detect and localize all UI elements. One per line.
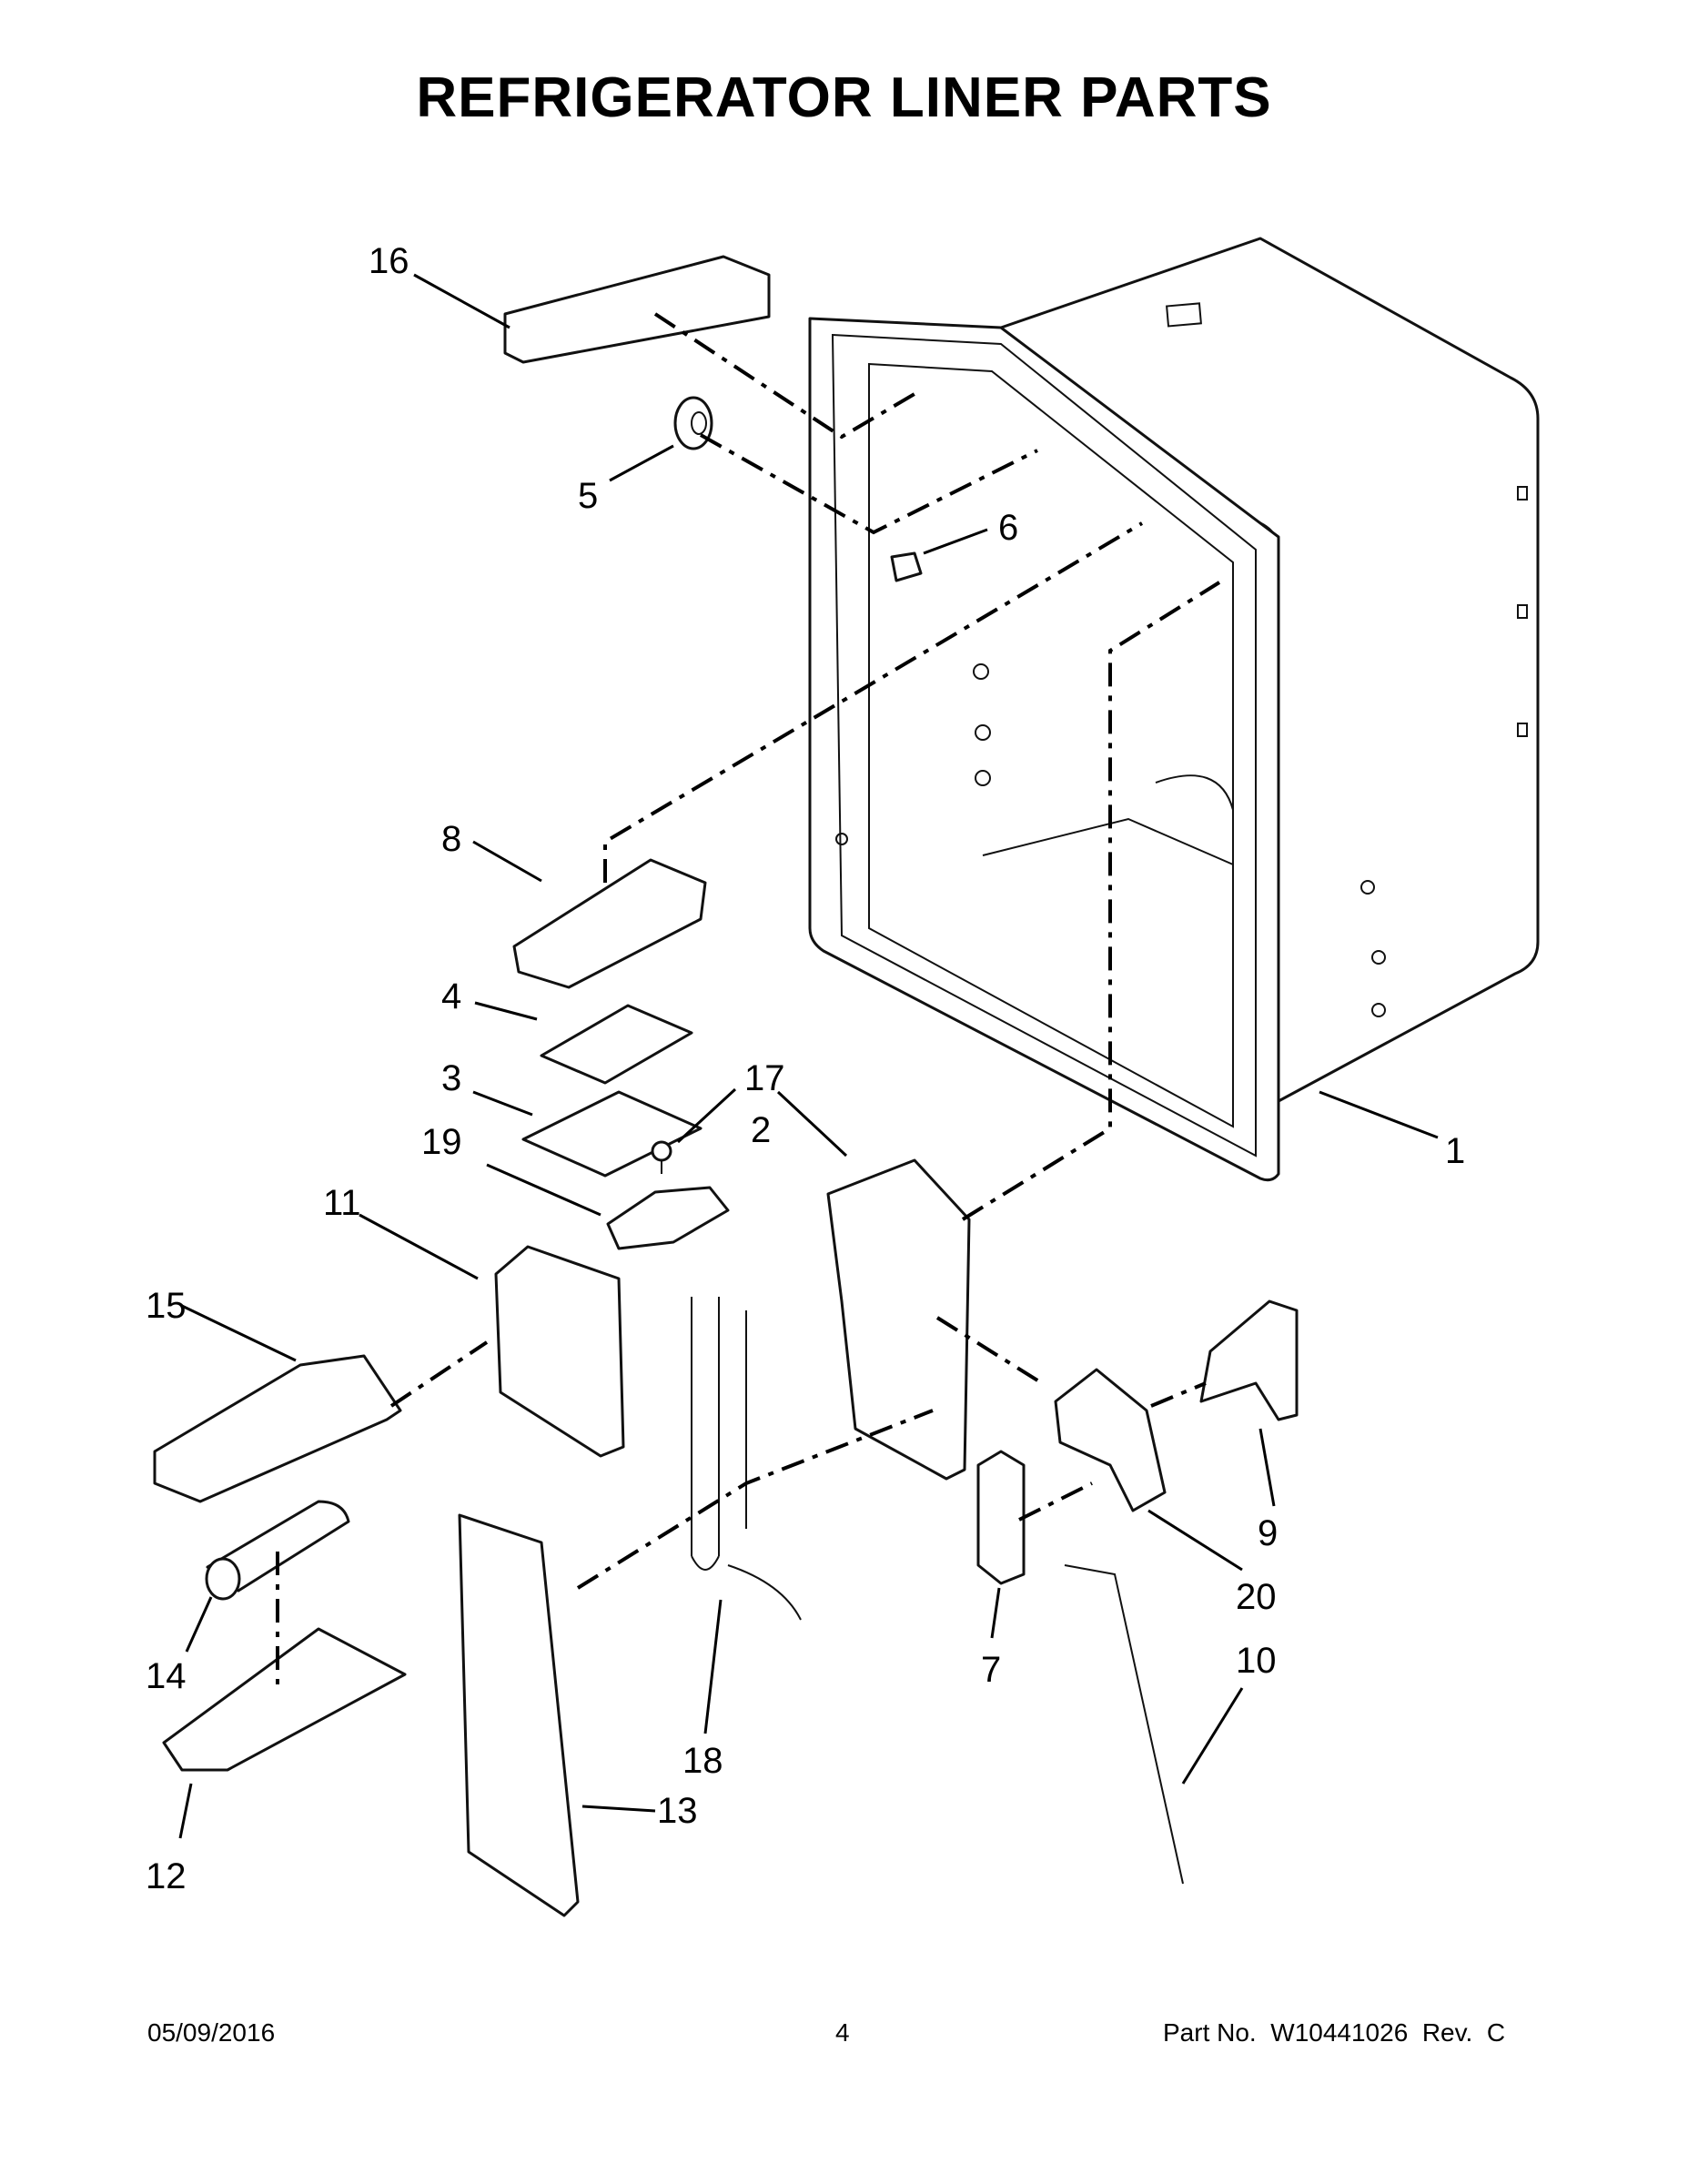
part-4 (540, 1004, 693, 1085)
callout-9: 9 (1258, 1513, 1278, 1553)
assembly-line-8 (603, 521, 1144, 883)
callout-7: 7 (981, 1650, 1001, 1690)
part-6 (890, 551, 923, 582)
callout-1: 1 (1445, 1131, 1465, 1171)
part-9 (1199, 1299, 1299, 1421)
callout-20: 20 (1236, 1577, 1277, 1617)
footer-page-number: 4 (835, 2018, 850, 2047)
callout-5: 5 (578, 476, 598, 516)
callout-8: 8 (441, 819, 461, 859)
callout-17: 17 (744, 1058, 785, 1098)
footer-part-number: Part No. W10441026 Rev. C (1163, 2018, 1506, 2047)
part-8 (512, 858, 707, 989)
part-18-tubing (691, 1297, 802, 1621)
callout-15: 15 (146, 1286, 187, 1326)
callout-10: 10 (1236, 1641, 1277, 1681)
part-3 (521, 1090, 702, 1178)
assembly-line-5 (700, 433, 1038, 535)
part-13 (458, 1513, 580, 1917)
assembly-line-7 (1018, 1481, 1093, 1522)
part-12 (162, 1627, 407, 1772)
part-7 (976, 1450, 1026, 1585)
callout-14: 14 (146, 1656, 187, 1696)
part-5 (673, 396, 713, 450)
callout-6: 6 (998, 508, 1018, 548)
callout-13: 13 (657, 1791, 698, 1831)
callout-4: 4 (441, 976, 461, 1016)
assembly-line-13 (576, 1409, 934, 1590)
callout-2: 2 (751, 1110, 771, 1150)
part-16 (503, 255, 771, 364)
callout-12: 12 (146, 1856, 187, 1896)
assembly-line-17 (961, 581, 1221, 1221)
callout-18: 18 (682, 1741, 723, 1781)
callout-16: 16 (369, 241, 409, 281)
footer-date: 05/09/2016 (147, 2018, 276, 2047)
part-11 (494, 1245, 625, 1458)
part-17 (826, 1158, 971, 1481)
part-10-water-line (1064, 1564, 1184, 1885)
assembly-line-16 (653, 312, 921, 440)
callout-19: 19 (421, 1122, 462, 1162)
part-15 (153, 1354, 402, 1503)
assembly-line-9 (1150, 1381, 1207, 1408)
callout-11: 11 (323, 1183, 361, 1223)
part-1-liner (808, 237, 1540, 1182)
part-20-valve (1054, 1368, 1167, 1512)
assembly-line-20 (935, 1316, 1044, 1385)
assembly-line-15 (389, 1340, 489, 1408)
page-title: REFRIGERATOR LINER PARTS (416, 66, 1272, 129)
part-2-screw (651, 1140, 672, 1174)
callout-3: 3 (441, 1058, 461, 1098)
part-19 (606, 1186, 730, 1250)
part-14-filter (205, 1500, 350, 1601)
